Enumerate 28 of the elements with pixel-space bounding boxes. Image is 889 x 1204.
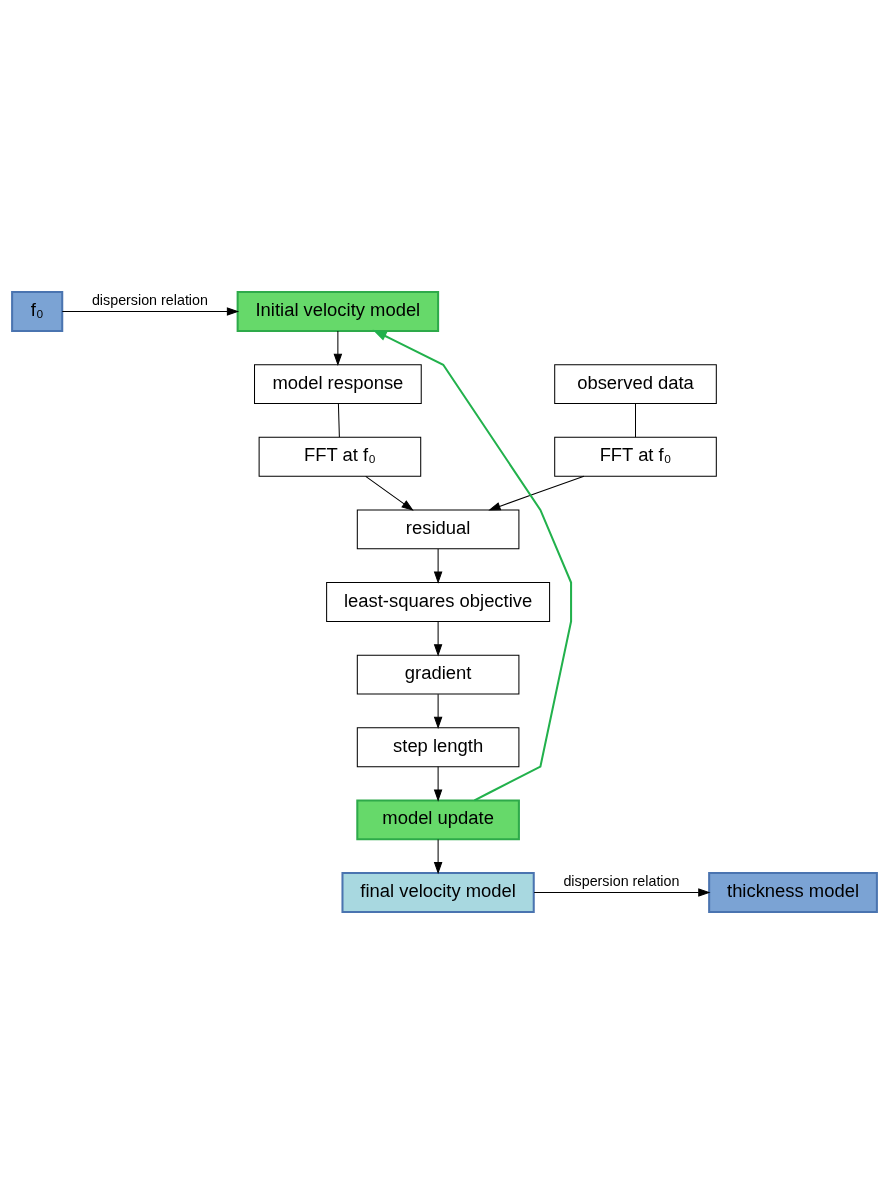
connector — [635, 403, 636, 438]
arrow — [61, 307, 240, 316]
edge-label: dispersion relation — [91, 291, 208, 308]
node-box: f₀ — [11, 291, 64, 332]
arrow — [488, 475, 585, 511]
arrow — [433, 693, 443, 730]
connector — [337, 403, 340, 438]
arrow — [433, 766, 443, 802]
node-box: Initial velocity model — [236, 291, 440, 332]
arrow — [372, 329, 573, 802]
node-box: thickness model — [708, 872, 878, 913]
arrow — [433, 548, 443, 584]
arrow — [333, 330, 343, 366]
node-box: least-squares objective — [326, 582, 551, 622]
node-box: gradient — [356, 654, 520, 695]
node-box: final velocity model — [341, 872, 535, 913]
node-box: observed data — [554, 364, 717, 405]
node-box: model response — [254, 364, 422, 405]
node-box: step length — [356, 727, 520, 768]
node-box: model update — [356, 799, 520, 841]
arrow — [365, 475, 414, 511]
arrow — [533, 888, 711, 897]
arrow — [433, 621, 443, 657]
arrow — [433, 838, 443, 875]
node-box: FFT at f₀ — [554, 436, 717, 477]
edge-label: dispersion relation — [563, 872, 680, 889]
node-box: residual — [356, 509, 520, 550]
node-box: FFT at f₀ — [258, 436, 422, 477]
